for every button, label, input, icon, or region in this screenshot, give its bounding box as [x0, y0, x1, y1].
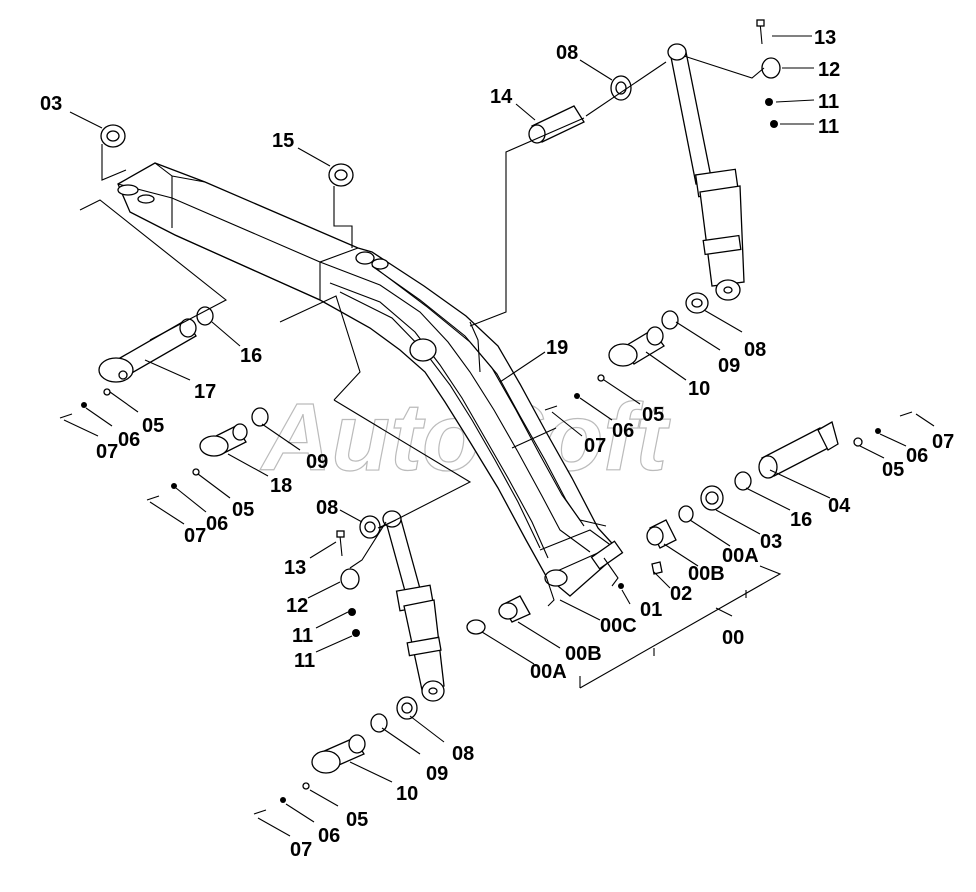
label-05: 05	[882, 459, 904, 481]
label-05: 05	[642, 404, 664, 426]
label-00B: 00B	[565, 643, 602, 665]
label-17: 17	[194, 381, 216, 403]
label-12: 12	[286, 595, 308, 617]
label-12: 12	[818, 59, 840, 81]
label-03: 03	[760, 531, 782, 553]
lower-arm-cylinder	[382, 510, 445, 702]
label-18: 18	[270, 475, 292, 497]
label-09: 09	[426, 763, 448, 785]
label-03: 03	[40, 93, 62, 115]
label-10: 10	[396, 783, 418, 805]
label-08: 08	[452, 743, 474, 765]
label-04: 04	[828, 495, 851, 517]
label-06: 06	[318, 825, 340, 847]
label-11: 11	[818, 116, 839, 138]
part-labels: 03 15 14 08 13 12 11 11 16 17 05 06 07 1…	[40, 27, 954, 861]
label-00: 00	[722, 627, 744, 649]
label-06: 06	[206, 513, 228, 535]
label-15: 15	[272, 130, 294, 152]
label-08: 08	[744, 339, 766, 361]
label-07: 07	[96, 441, 118, 463]
label-16: 16	[790, 509, 812, 531]
label-00A: 00A	[530, 661, 567, 683]
label-11: 11	[818, 91, 839, 113]
label-05: 05	[346, 809, 368, 831]
label-06: 06	[118, 429, 140, 451]
label-00C: 00C	[600, 615, 637, 637]
label-08: 08	[556, 42, 578, 64]
label-07: 07	[584, 435, 606, 457]
label-00B: 00B	[688, 563, 725, 585]
label-10: 10	[688, 378, 710, 400]
label-09: 09	[718, 355, 740, 377]
label-16: 16	[240, 345, 262, 367]
label-06: 06	[906, 445, 928, 467]
label-14: 14	[490, 86, 513, 108]
leader-lines	[63, 35, 935, 837]
label-07: 07	[184, 525, 206, 547]
label-08: 08	[316, 497, 338, 519]
label-07: 07	[290, 839, 312, 861]
boom	[117, 162, 624, 607]
label-19: 19	[546, 337, 568, 359]
label-13: 13	[284, 557, 306, 579]
label-05: 05	[232, 499, 254, 521]
label-09: 09	[306, 451, 328, 473]
upper-arm-cylinder	[667, 43, 745, 301]
label-06: 06	[612, 420, 634, 442]
small-parts	[59, 19, 913, 815]
label-11: 11	[292, 625, 313, 647]
label-02: 02	[670, 583, 692, 605]
label-07: 07	[932, 431, 954, 453]
label-11: 11	[294, 650, 315, 672]
label-01: 01	[640, 599, 662, 621]
label-05: 05	[142, 415, 164, 437]
label-13: 13	[814, 27, 836, 49]
label-00A: 00A	[722, 545, 759, 567]
